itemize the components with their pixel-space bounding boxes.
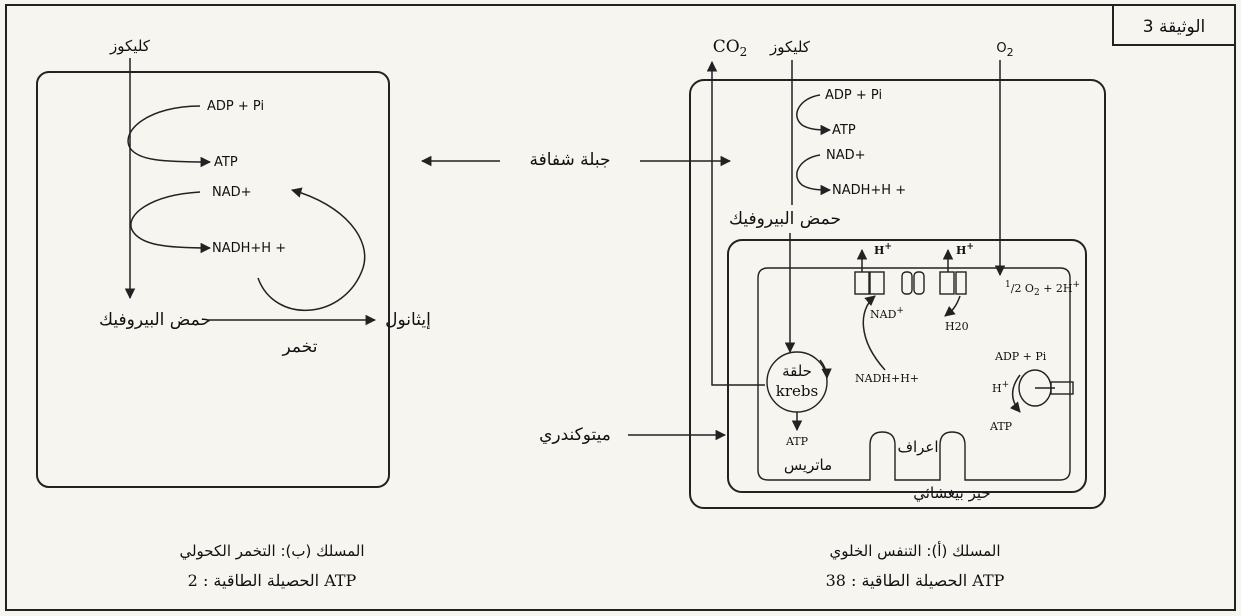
path-a-yield: الحصيلة الطاقية : 38 ATP <box>826 571 1005 590</box>
intermembrane-space-label: حيز بيغشائي <box>913 484 990 503</box>
nad-reduction-arrow-b <box>130 191 212 254</box>
co2-release-line <box>706 60 765 386</box>
water-formation-arrow <box>944 295 961 317</box>
complex-1 <box>854 271 870 295</box>
atp-synthase-label: ATP <box>989 420 1013 433</box>
atp-formation-arrow-a <box>796 94 832 136</box>
nadh-label-a: NADH+H + <box>832 183 906 198</box>
hyaloplasm-label: جبلة شفافة <box>529 150 610 170</box>
atp-synthesis-arrow <box>1009 374 1021 413</box>
h2o-label: H20 <box>945 320 969 333</box>
h-plus-pump-1: H+ <box>874 242 892 257</box>
mitochondrion-label: ميتوكندري <box>539 425 611 445</box>
outer-frame <box>5 4 1236 611</box>
h-plus-pump-2: H+ <box>956 242 974 257</box>
adp-pi-inner-label: ADP + Pi <box>994 350 1047 363</box>
document-label-box <box>1112 4 1236 46</box>
mitochondrion-outer-membrane <box>727 239 1087 493</box>
path-b-yield: الحصيلة الطاقية : 2 ATP <box>188 571 357 590</box>
nadh-oxidation-arrow <box>862 295 886 371</box>
path-b-title: المسلك (ب): التخمر الكحولي <box>179 542 364 561</box>
krebs-label: krebs <box>776 382 818 400</box>
krebs-cycle-direction-arrow <box>819 359 832 380</box>
nad-label-a: NAD+ <box>826 148 866 163</box>
nad-label-b: NAD+ <box>212 185 252 200</box>
yeast-cell-respiration <box>689 79 1106 509</box>
yeast-cell-fermentation <box>36 71 390 488</box>
atp-label-b: ATP <box>214 155 238 170</box>
fermentation-label: تخمر <box>282 337 318 357</box>
complex-3 <box>913 271 925 295</box>
cristae-label: اعراف <box>897 438 938 456</box>
adp-pi-label-a: ADP + Pi <box>825 88 882 103</box>
pyruvic-acid-label-a: حمض البيروفيك <box>729 209 841 229</box>
matrix-label: ماتريس <box>784 456 832 474</box>
ethanol-label: إيثانول <box>385 310 431 330</box>
nad-inner-label: NAD+ <box>870 306 904 321</box>
complex-1b <box>869 271 885 295</box>
h-plus-synthase: H+ <box>992 380 1009 395</box>
adp-pi-label-b: ADP + Pi <box>207 99 264 114</box>
atp-formation-arrow-b <box>127 105 212 168</box>
document-label: الوثيقة 3 <box>1143 17 1206 37</box>
respiratory-chain <box>854 271 967 295</box>
co2-label: CO2 <box>713 37 748 59</box>
complex-4 <box>939 271 955 295</box>
pyruvic-acid-label-b: حمض البيروفيك <box>99 310 211 330</box>
atp-matrix-label: ATP <box>785 435 809 448</box>
complex-4b <box>955 271 967 295</box>
atp-label-a: ATP <box>832 123 856 138</box>
krebs-cycle-word: حلقة <box>782 362 812 380</box>
half-o2-label: 1/2 O2 + 2H+ <box>1005 280 1080 298</box>
glucose-label-a: كليكوز <box>769 38 811 56</box>
mitochondrion-inner-membrane <box>757 267 1071 481</box>
complex-2 <box>901 271 913 295</box>
nad-regeneration-arrow-b <box>257 187 366 311</box>
glucose-label-b: كليكوز <box>109 37 151 55</box>
o2-label: O2 <box>996 41 1013 59</box>
path-a-title: المسلك (أ): التنفس الخلوي <box>829 541 1000 561</box>
nad-reduction-arrow-a <box>796 154 832 196</box>
nadh-label-b: NADH+H + <box>212 241 286 256</box>
nadh-inner-label: NADH+H+ <box>855 372 919 385</box>
